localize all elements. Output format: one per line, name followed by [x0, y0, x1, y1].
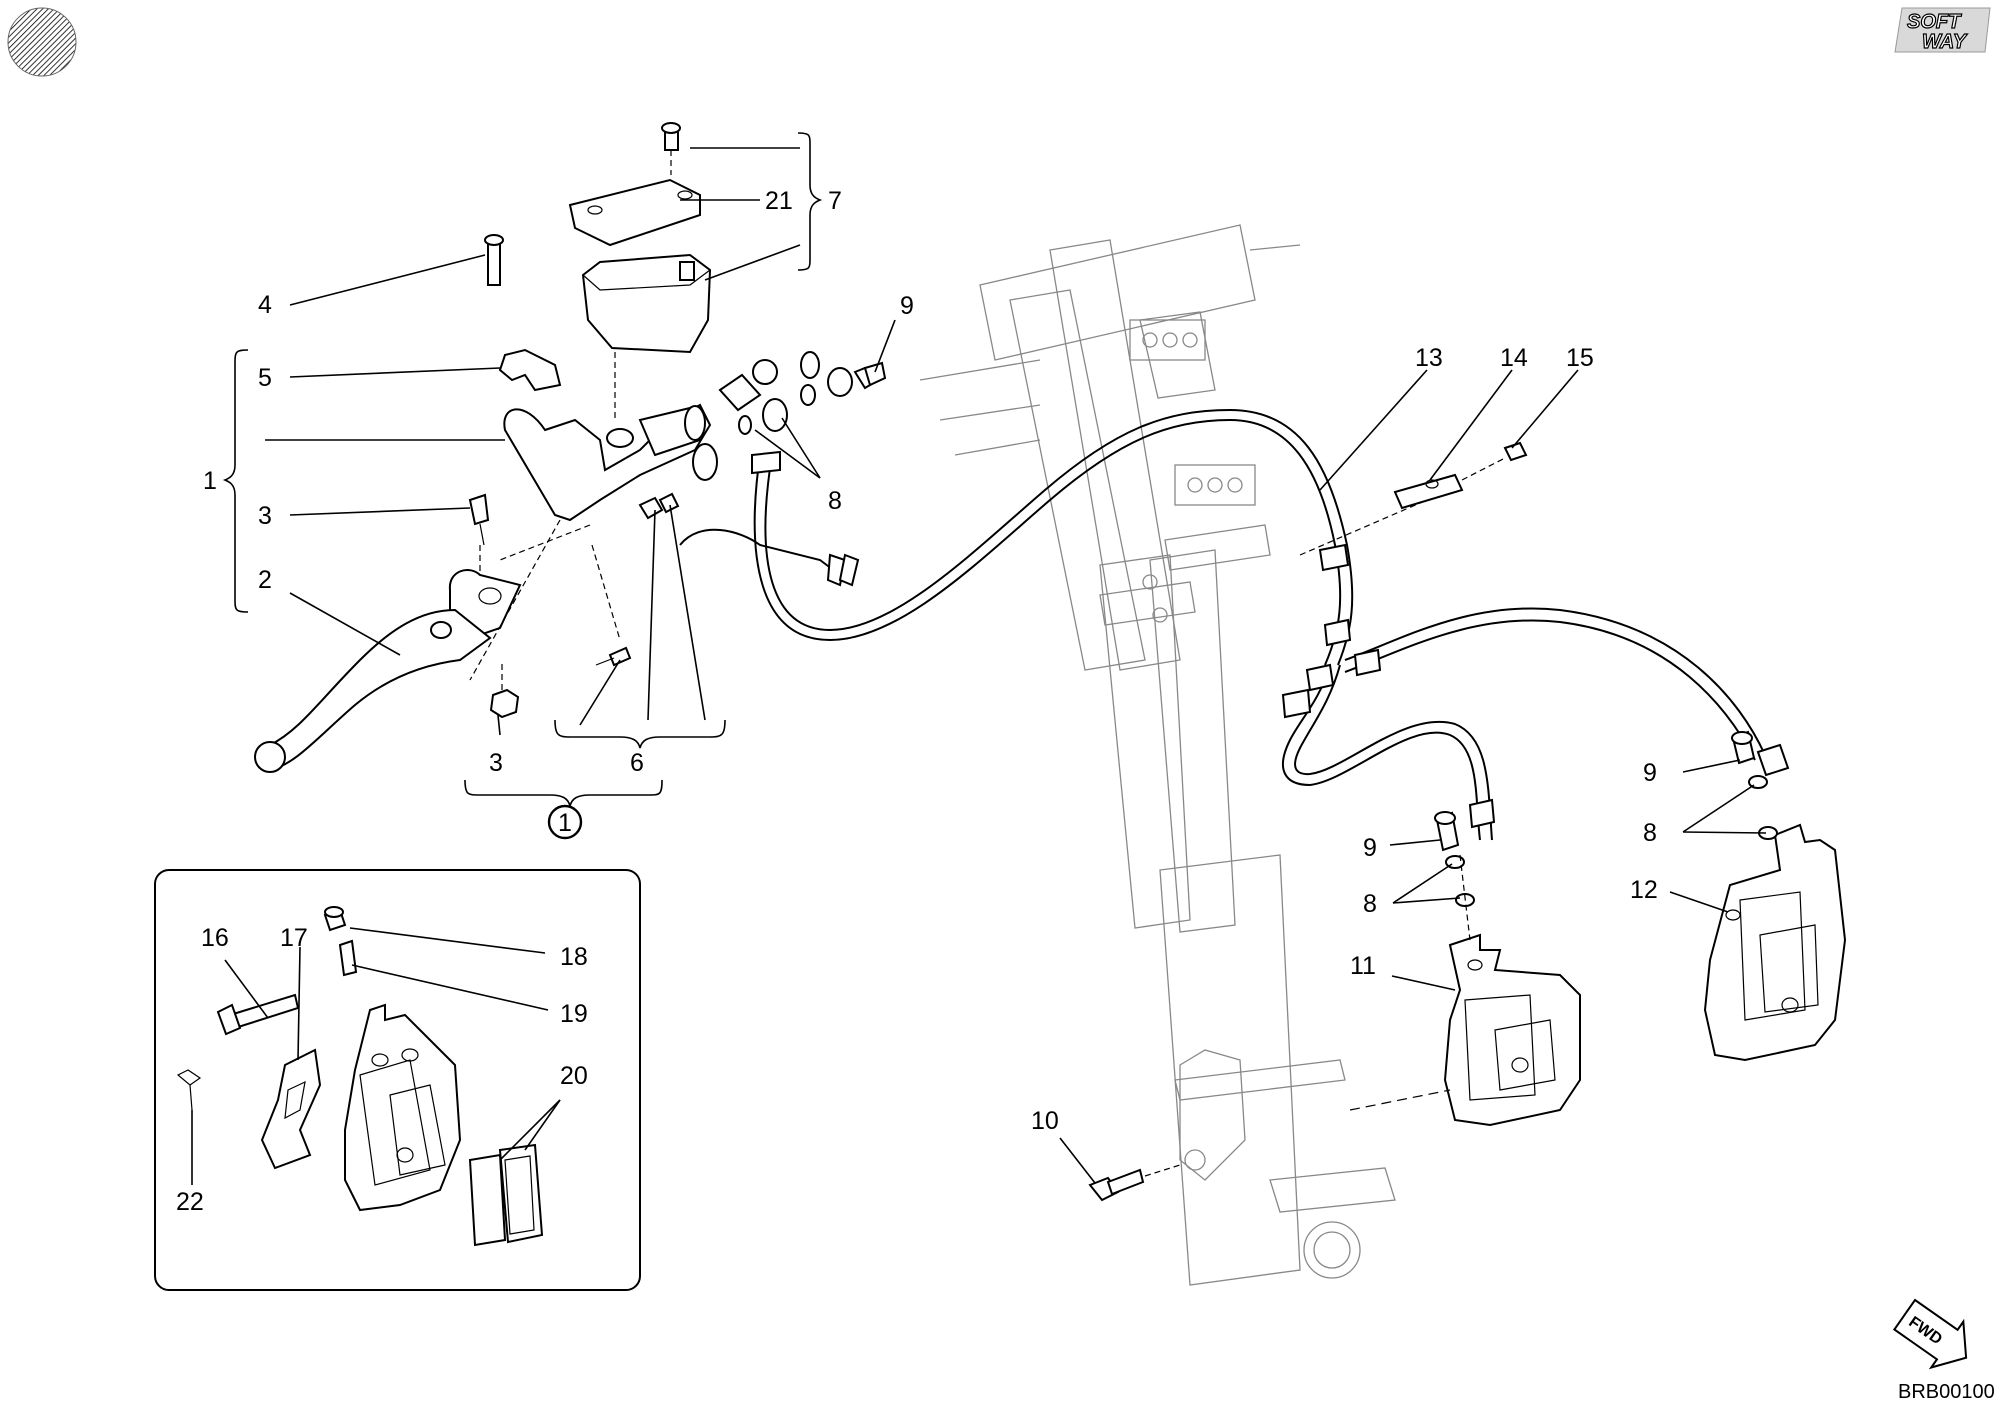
callout-10: 10 [1031, 1107, 1059, 1135]
brake-hoses [751, 408, 1790, 841]
callout-7: 7 [828, 187, 842, 215]
front-left-caliper [1349, 811, 1581, 1127]
callout-1-circled: 1 [558, 809, 572, 837]
callout-leader-lines [191, 132, 1767, 1185]
callout-8-right: 8 [1643, 819, 1657, 847]
forward-arrow-icon: FWD [1892, 1298, 1968, 1370]
callout-4: 4 [258, 291, 272, 319]
callout-15: 15 [1566, 344, 1594, 372]
callout-3: 3 [258, 502, 272, 530]
callout-11: 11 [1350, 952, 1376, 980]
svg-text:SOFT: SOFT [1907, 11, 1962, 33]
callout-13: 13 [1415, 344, 1443, 372]
callout-20: 20 [560, 1062, 588, 1090]
callout-2: 2 [258, 566, 272, 594]
caliper-mounting-bolt [1088, 1164, 1181, 1202]
callout-14: 14 [1500, 344, 1528, 372]
softway-logo: SOFT WAY [1894, 7, 1991, 54]
callout-16: 16 [201, 924, 229, 952]
callout-8-left: 8 [1363, 890, 1377, 918]
callout-6: 6 [630, 749, 644, 777]
callout-21: 21 [765, 187, 793, 215]
svg-text:WAY: WAY [1922, 31, 1968, 53]
callout-3-lower: 3 [489, 749, 503, 777]
callout-labels: 4 5 1 3 2 3 6 1 21 7 9 8 13 14 15 9 8 11… [176, 187, 1658, 1216]
callout-17: 17 [280, 924, 308, 952]
master-cylinder-assembly [254, 122, 887, 773]
caliper-kit-inset [154, 869, 641, 1291]
front-right-caliper [1703, 730, 1847, 1062]
callout-8: 8 [828, 487, 842, 515]
callout-18: 18 [560, 943, 588, 971]
callout-22: 22 [176, 1188, 204, 1216]
callout-9-left: 9 [1363, 834, 1377, 862]
callout-9: 9 [900, 292, 914, 320]
callout-5: 5 [258, 364, 272, 392]
callout-12: 12 [1630, 876, 1658, 904]
fork-frame-outline [919, 224, 1396, 1286]
diagram-code: BRB00100 [1898, 1381, 1995, 1403]
callout-19: 19 [560, 1000, 588, 1028]
callout-1: 1 [203, 467, 217, 495]
hose-clamp-bracket [1393, 441, 1528, 510]
callout-9-right: 9 [1643, 759, 1657, 787]
hatched-disc-icon [7, 7, 77, 77]
